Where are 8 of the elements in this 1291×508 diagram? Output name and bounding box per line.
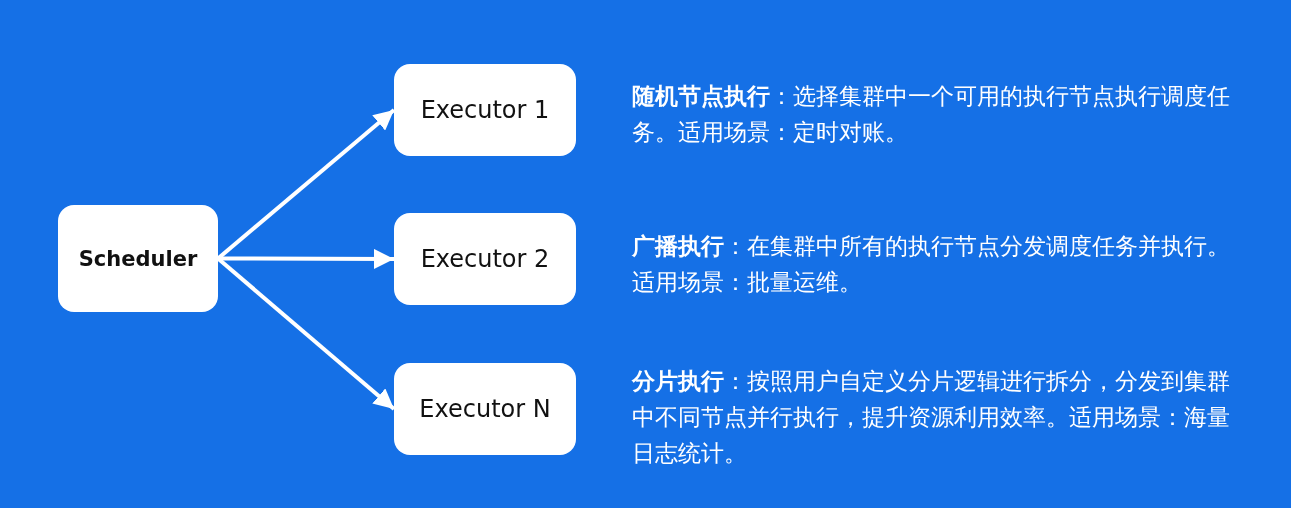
description-text: 广播执行：在集群中所有的执行节点分发调度任务并执行。适用场景：批量运维。 <box>632 232 1231 297</box>
description-text: 随机节点执行：选择集群中一个可用的执行节点执行调度任务。适用场景：定时对账。 <box>632 82 1231 147</box>
arrow <box>218 248 394 269</box>
process-box: Executor 2 <box>394 213 576 305</box>
process-box: Executor N <box>394 363 576 455</box>
process-box: Scheduler <box>58 205 218 312</box>
process-box: Executor 1 <box>394 64 576 156</box>
description-text: 分片执行：按照用户自定义分片逻辑进行拆分，分发到集群中不同节点并行执行，提升资源利用效率。适用场景：海量日志统计。 <box>632 367 1231 468</box>
